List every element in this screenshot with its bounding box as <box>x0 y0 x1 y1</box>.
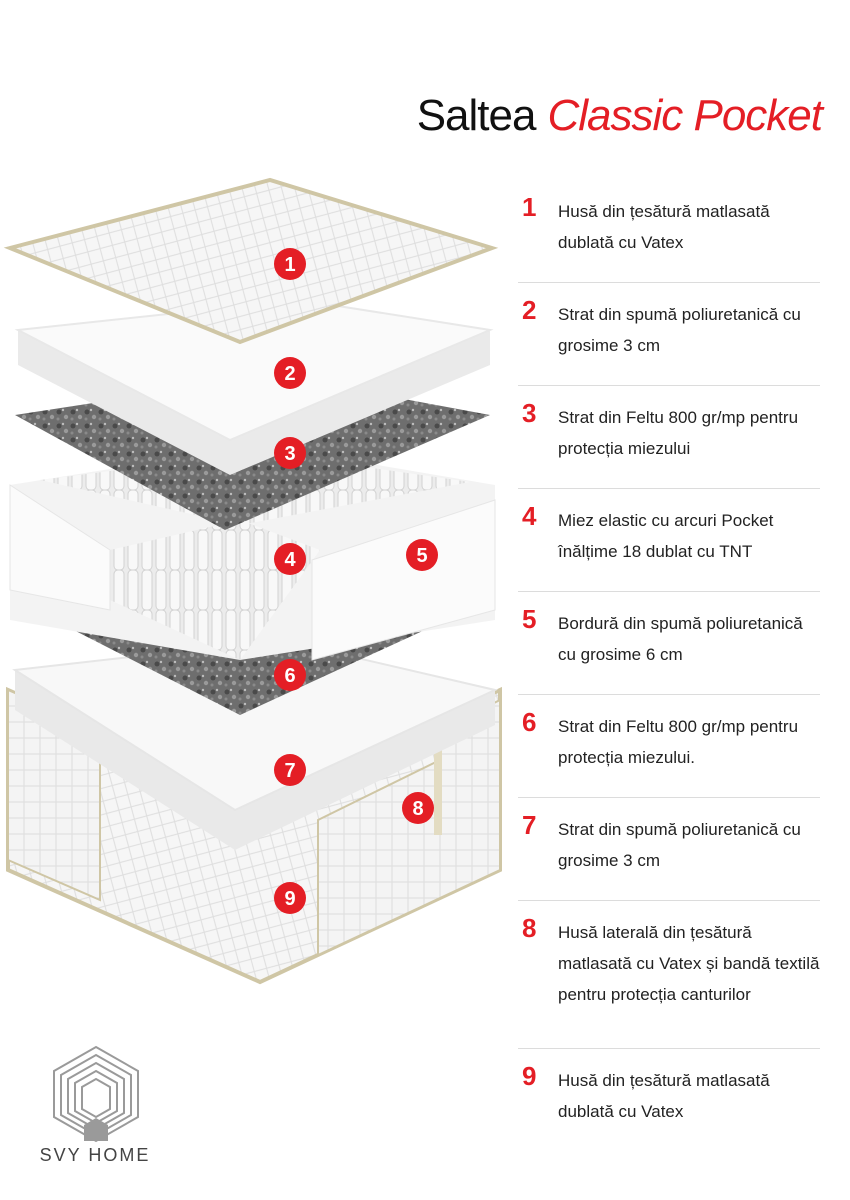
layer-marker-4: 4 <box>274 543 306 575</box>
title-product-type: Saltea <box>416 91 537 140</box>
legend-number: 7 <box>522 810 537 840</box>
layer-marker-2: 2 <box>274 357 306 389</box>
svg-text:1: 1 <box>284 254 295 276</box>
legend-item-8: 8 Husă laterală din țesătură matlasată c… <box>518 901 820 1049</box>
title-product-name: Classic Pocket <box>547 91 823 140</box>
legend-number: 5 <box>522 604 537 634</box>
legend-number: 8 <box>522 913 537 943</box>
legend-item-2: 2 Strat din spumă poliuretanică cu grosi… <box>518 283 820 386</box>
legend-item-7: 7 Strat din spumă poliuretanică cu grosi… <box>518 798 820 901</box>
legend-number: 2 <box>522 295 537 325</box>
layer-marker-6: 6 <box>274 659 306 691</box>
brand-name: SVY HOME <box>39 1145 151 1165</box>
legend-number: 9 <box>522 1061 537 1091</box>
legend-text: Bordură din spumă poliuretanică cu grosi… <box>558 614 803 664</box>
legend-item-1: 1 Husă din țesătură matlasată dublată cu… <box>518 180 820 283</box>
layer-marker-8: 8 <box>402 792 434 824</box>
brand-logo: SVY HOME <box>30 1045 160 1175</box>
legend-text: Husă din țesătură matlasată dublată cu V… <box>558 1071 770 1121</box>
layer-marker-1: 1 <box>274 248 306 280</box>
legend-item-5: 5 Bordură din spumă poliuretanică cu gro… <box>518 592 820 695</box>
legend-item-4: 4 Miez elastic cu arcuri Pocket înălțime… <box>518 489 820 592</box>
svg-text:8: 8 <box>412 798 423 820</box>
legend-item-9: 9 Husă din țesătură matlasată dublată cu… <box>518 1049 820 1152</box>
svg-text:3: 3 <box>284 443 295 465</box>
legend-text: Strat din spumă poliuretanică cu grosime… <box>558 305 801 355</box>
legend-item-3: 3 Strat din Feltu 800 gr/mp pentru prote… <box>518 386 820 489</box>
legend-text: Strat din Feltu 800 gr/mp pentru protecț… <box>558 717 799 767</box>
legend-number: 6 <box>522 707 537 737</box>
svg-text:4: 4 <box>284 549 296 571</box>
legend-text: Husă laterală din țesătură matlasată cu … <box>558 923 820 1004</box>
layer-marker-9: 9 <box>274 882 306 914</box>
legend-number: 1 <box>522 192 537 222</box>
svg-text:6: 6 <box>284 665 295 687</box>
legend-number: 4 <box>522 501 537 531</box>
legend-number: 3 <box>522 398 537 428</box>
layer-marker-3: 3 <box>274 437 306 469</box>
legend-item-6: 6 Strat din Feltu 800 gr/mp pentru prote… <box>518 695 820 798</box>
mattress-exploded-illustration: 1 2 3 4 5 6 7 8 9 <box>0 170 510 1000</box>
legend-text: Strat din spumă poliuretanică cu grosime… <box>558 820 801 870</box>
legend-text: Miez elastic cu arcuri Pocket înălțime 1… <box>558 511 774 561</box>
layer-marker-7: 7 <box>274 754 306 786</box>
legend-text: Husă din țesătură matlasată dublată cu V… <box>558 202 770 252</box>
layer-legend-list: 1 Husă din țesătură matlasată dublată cu… <box>518 180 820 1152</box>
svg-text:2: 2 <box>284 363 295 385</box>
layer-marker-5: 5 <box>406 539 438 571</box>
svg-text:5: 5 <box>416 545 427 567</box>
svg-text:9: 9 <box>284 888 295 910</box>
legend-text: Strat din Feltu 800 gr/mp pentru protecț… <box>558 408 799 458</box>
hexagon-logo-icon <box>53 1045 139 1143</box>
svg-text:7: 7 <box>284 760 295 782</box>
layer-1-top-cover <box>3 177 499 345</box>
